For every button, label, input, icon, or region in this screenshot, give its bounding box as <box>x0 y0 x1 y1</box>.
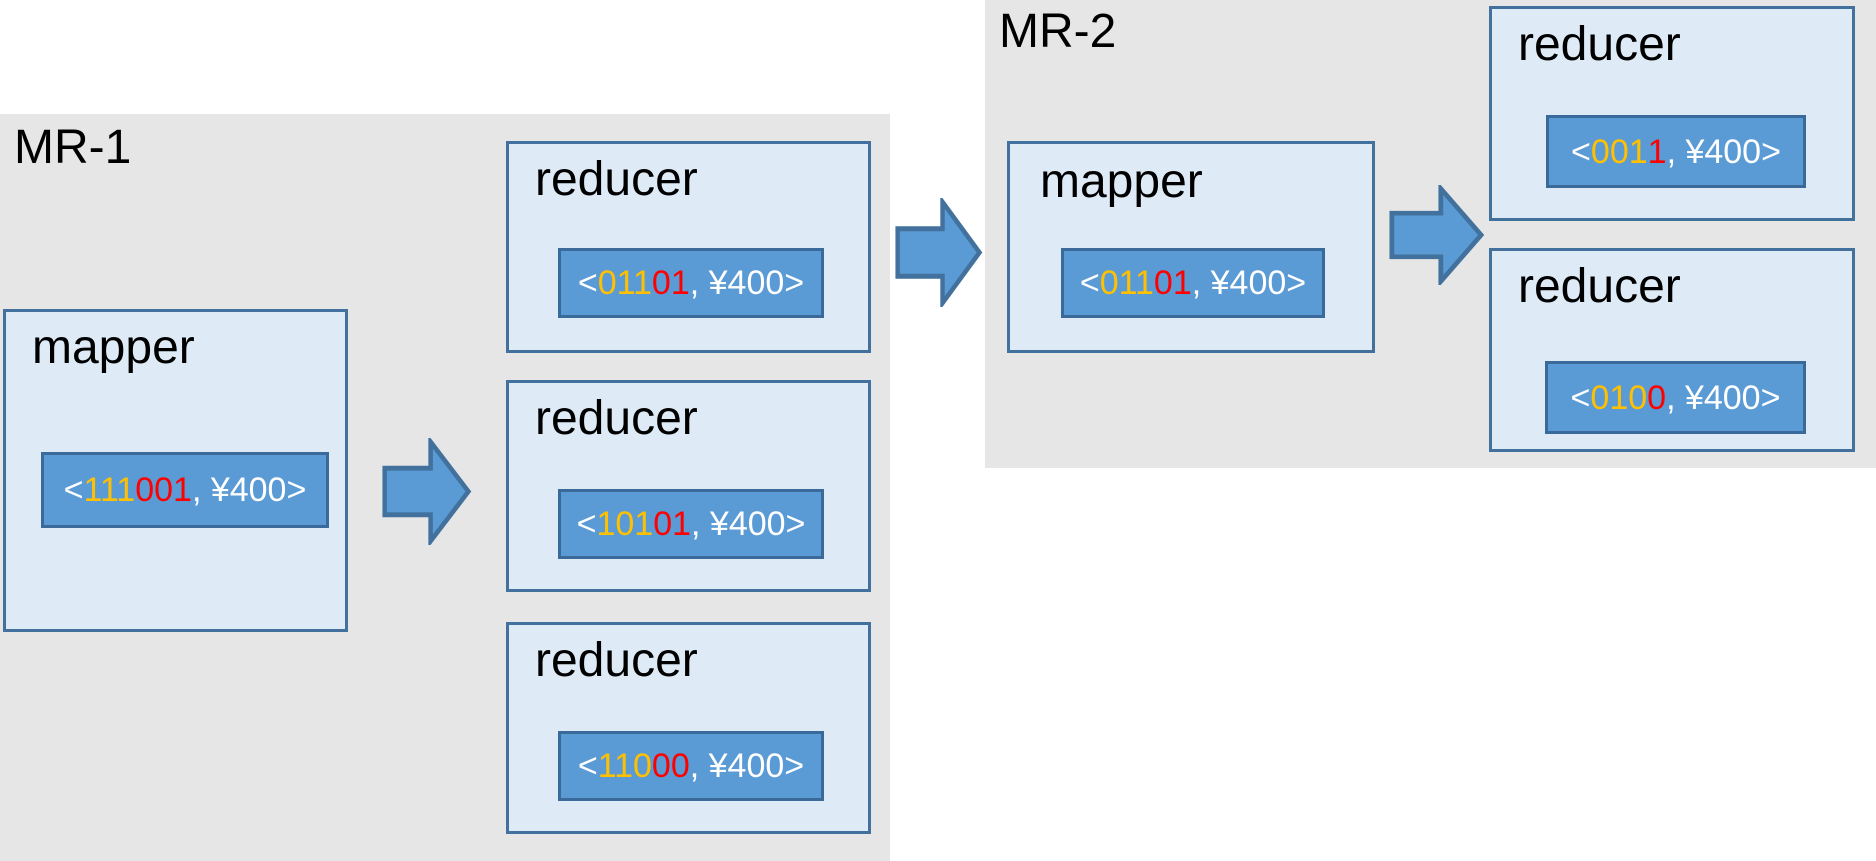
mr2-mapper-label: mapper <box>1040 155 1203 208</box>
kv-suffix: , ¥400> <box>1666 378 1781 417</box>
kv-red-digits: 1 <box>1647 132 1667 171</box>
kv-red-digits: 01 <box>651 264 690 302</box>
kv-yellow-digits: 101 <box>596 505 654 543</box>
mr2-reducer1-label: reducer <box>1518 18 1681 71</box>
kv-prefix: < <box>577 747 598 785</box>
mr1-reducer1-label: reducer <box>535 153 698 206</box>
kv-red-digits: 01 <box>1153 264 1192 302</box>
kv-suffix: , ¥400> <box>689 747 805 785</box>
kv-prefix: < <box>1571 132 1591 171</box>
flow-arrow-icon-stage <box>895 198 983 307</box>
kv-suffix: , ¥400> <box>1666 132 1781 171</box>
stage-title-mr2: MR-2 <box>999 5 1117 58</box>
kv-prefix: < <box>1570 378 1591 417</box>
kv-prefix: < <box>63 471 84 509</box>
kv-yellow-digits: 011 <box>1099 264 1154 302</box>
kv-red-digits: 001 <box>135 471 192 509</box>
mr1-reducer3-label: reducer <box>535 634 698 687</box>
kv-yellow-digits: 001 <box>1590 132 1648 171</box>
kv-suffix: , ¥400> <box>191 471 307 509</box>
kv-suffix: , ¥400> <box>691 505 806 543</box>
flow-arrow-icon-mr2 <box>1389 185 1485 285</box>
stage-title-mr1: MR-1 <box>14 121 132 174</box>
mr2-reducer2-label: reducer <box>1518 260 1681 313</box>
kv-suffix: , ¥400> <box>689 264 805 302</box>
kv-yellow-digits: 010 <box>1590 378 1648 417</box>
kv-yellow-digits: 110 <box>597 747 652 785</box>
kv-prefix: < <box>576 505 597 543</box>
kv-prefix: < <box>1079 264 1100 302</box>
mr1-mapper-label: mapper <box>32 321 195 374</box>
kv-red-digits: 0 <box>1647 378 1667 417</box>
kv-yellow-digits: 011 <box>597 264 652 302</box>
mr1-reducer2-label: reducer <box>535 392 698 445</box>
kv-red-digits: 00 <box>651 747 690 785</box>
kv-red-digits: 01 <box>653 505 692 543</box>
kv-prefix: < <box>577 264 598 302</box>
flow-arrow-icon-mr1 <box>382 438 472 545</box>
kv-suffix: , ¥400> <box>1191 264 1307 302</box>
kv-yellow-digits: 111 <box>83 471 136 509</box>
